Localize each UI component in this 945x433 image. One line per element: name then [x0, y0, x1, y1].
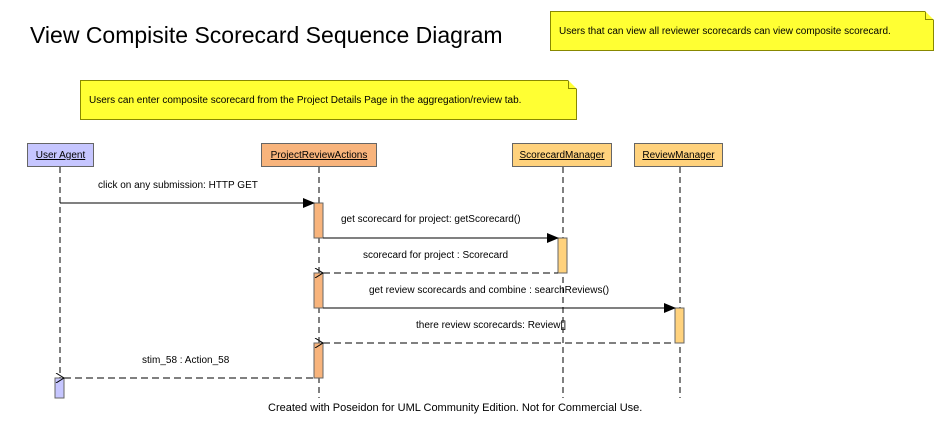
actor-review-manager[interactable]: ReviewManager — [634, 143, 723, 167]
activation-rm-1 — [674, 307, 685, 344]
note-entry-text: Users can enter composite scorecard from… — [89, 94, 522, 106]
note-entry: Users can enter composite scorecard from… — [80, 80, 577, 120]
message-label-6: stim_58 : Action_58 — [142, 355, 230, 366]
actor-project-review-actions[interactable]: ProjectReviewActions — [261, 143, 377, 167]
activation-sm-1 — [557, 237, 568, 274]
activation-pra-1 — [313, 202, 324, 239]
note-fold-corner — [925, 12, 933, 20]
activation-pra-2 — [313, 272, 324, 309]
message-label-1: click on any submission: HTTP GET — [98, 180, 258, 191]
message-label-5: there review scorecards: Review[] — [416, 320, 567, 331]
activation-pra-3 — [313, 342, 324, 379]
message-label-3: scorecard for project : Scorecard — [363, 250, 509, 261]
diagram-title: View Compisite Scorecard Sequence Diagra… — [30, 22, 503, 48]
message-label-2: get scorecard for project: getScorecard(… — [341, 214, 521, 225]
footer-watermark: Created with Poseidon for UML Community … — [268, 402, 643, 414]
message-label-4: get review scorecards and combine : sear… — [369, 285, 610, 296]
activation-user-1 — [54, 377, 65, 399]
note-fold-corner — [568, 81, 576, 89]
actor-scorecard-manager[interactable]: ScorecardManager — [512, 143, 612, 167]
note-viewers: Users that can view all reviewer scoreca… — [550, 11, 934, 51]
actor-user-agent[interactable]: User Agent — [27, 143, 94, 167]
note-viewers-text: Users that can view all reviewer scoreca… — [559, 25, 891, 37]
